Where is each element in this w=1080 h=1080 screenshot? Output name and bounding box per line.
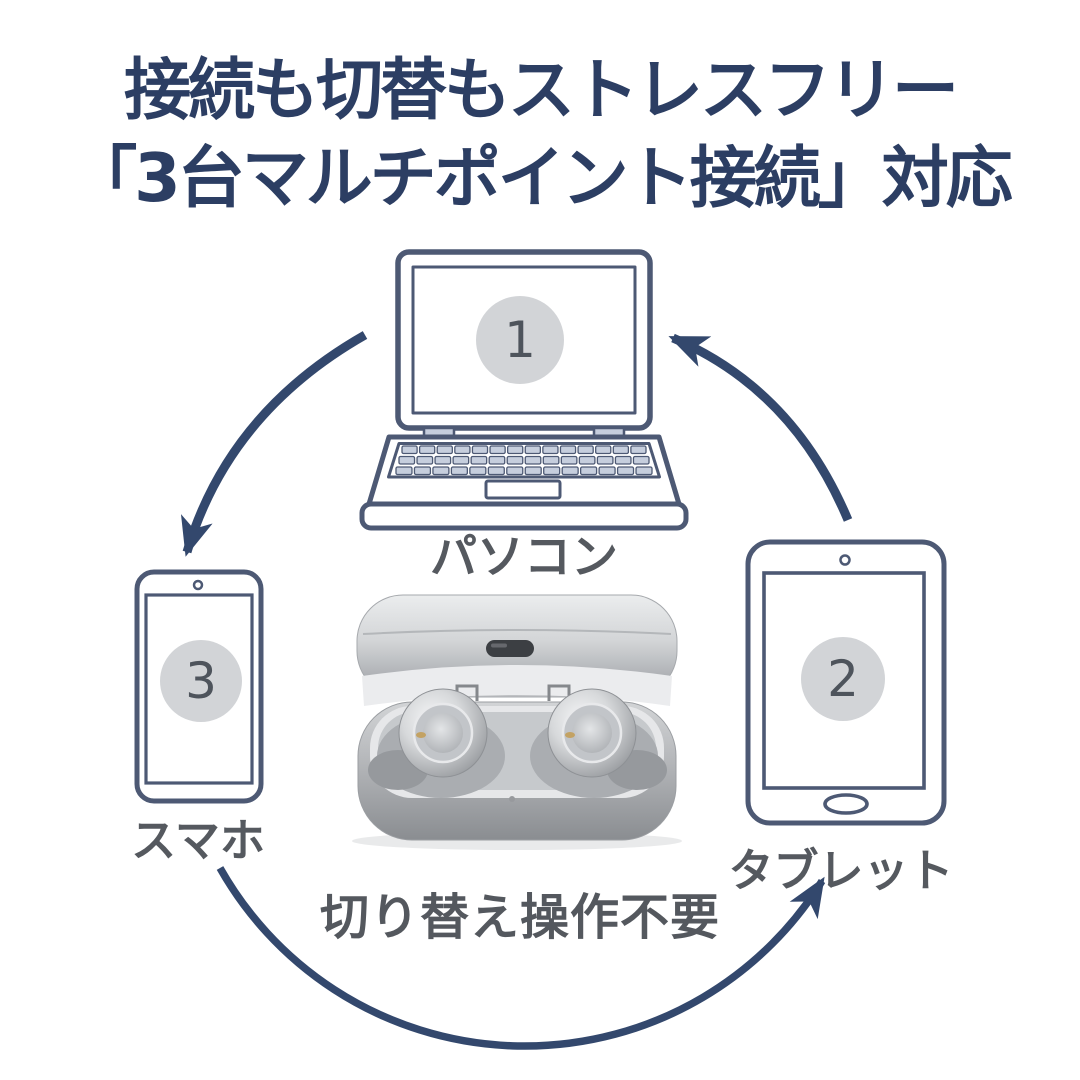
tablet-home-button (823, 793, 869, 815)
phone-label: スマホ (131, 814, 265, 867)
arrow-tablet-to-laptop-icon (668, 333, 853, 522)
tablet-camera-dot (839, 554, 851, 566)
tablet-label: タブレット (728, 844, 954, 897)
arrow-laptop-to-phone-icon (180, 331, 368, 557)
page-title: 接続も切替もストレスフリー 「3台マルチポイント接続」対応 (0, 46, 1080, 222)
arrow-phone-to-tablet-icon (216, 866, 826, 1050)
phone-camera-dot (192, 579, 204, 591)
trackpad (484, 479, 562, 500)
laptop-icon (359, 249, 689, 531)
right-earbud (547, 688, 637, 778)
case-led-window (486, 640, 534, 657)
page-title-line2: 「3台マルチポイント接続」対応 (70, 139, 1013, 217)
no-switching-caption: 切り替え操作不要 (319, 889, 721, 946)
laptop-label: パソコン (430, 530, 618, 585)
laptop-number-badge: 1 (476, 296, 564, 384)
cycle-arrows (180, 331, 853, 1050)
keyboard-keys (395, 445, 653, 476)
page-title-line1: 接続も切替もストレスフリー (124, 51, 959, 129)
tablet-number-badge: 2 (801, 637, 885, 721)
left-earbud (398, 688, 488, 778)
case-front-led (509, 796, 515, 802)
phone-number-badge: 3 (160, 640, 242, 722)
earbuds-case-image (352, 594, 682, 850)
